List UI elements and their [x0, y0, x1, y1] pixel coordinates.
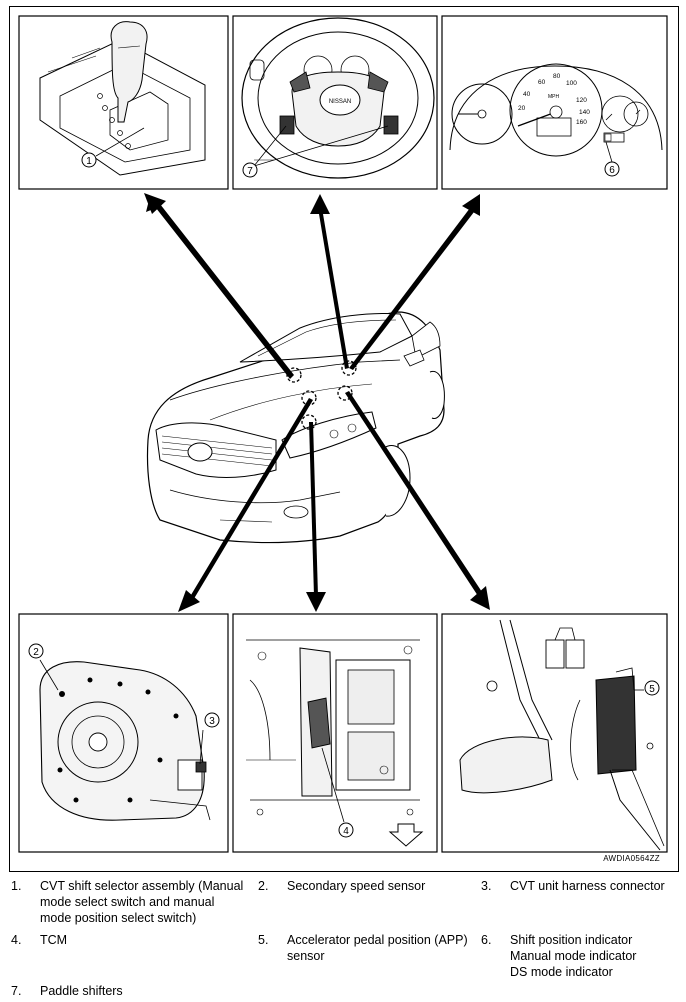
legend-text: CVT unit harness connector — [510, 878, 665, 894]
legend-line: Secondary speed sensor — [287, 879, 426, 893]
figure-frame — [9, 6, 679, 872]
callout-5: 5 — [644, 680, 660, 696]
callout-7: 7 — [242, 125, 389, 178]
figure-reference-code: AWDIA0564ZZ — [603, 854, 660, 863]
legend-number: 1. — [11, 879, 22, 893]
callout-2-label: 2 — [33, 647, 39, 658]
callout-4-label: 4 — [343, 826, 349, 837]
panel-shift-selector — [18, 15, 229, 190]
panel-tcm — [232, 613, 438, 853]
callout-6-label: 6 — [609, 165, 615, 176]
callout-4: 4 — [338, 822, 354, 838]
legend-text: Shift position indicator Manual mode ind… — [510, 932, 636, 980]
callout-5-label: 5 — [649, 684, 655, 695]
gauge-label-40: 40 — [523, 91, 531, 98]
callout-2: 2 — [28, 643, 44, 659]
legend-number: 2. — [258, 879, 269, 893]
legend-number: 3. — [481, 879, 492, 893]
legend-line: mode select switch and manual — [40, 895, 215, 909]
legend-line: Paddle shifters — [40, 984, 123, 998]
legend-line: CVT shift selector assembly (Manual — [40, 879, 244, 893]
legend-line: Manual mode indicator — [510, 949, 637, 963]
legend-text: Accelerator pedal position (APP) sensor — [287, 932, 468, 964]
gauge-unit-mph: MPH — [548, 94, 560, 100]
gauge-label-20: 20 — [518, 105, 526, 112]
legend-line: DS mode indicator — [510, 965, 613, 979]
gauge-label-160: 160 — [576, 119, 587, 126]
legend-number: 4. — [11, 933, 22, 947]
legend-line: sensor — [287, 949, 325, 963]
panel-steering-wheel: NISSAN — [232, 15, 438, 190]
legend-text: Paddle shifters — [40, 983, 123, 999]
gauge-label-140: 140 — [579, 109, 590, 116]
gauge-label-100: 100 — [566, 80, 577, 87]
callout-3: 3 — [204, 712, 220, 728]
callout-7-label: 7 — [247, 166, 253, 177]
callout-1-label: 1 — [86, 156, 92, 167]
gauge-label-80: 80 — [553, 73, 561, 80]
panel-combination-meter: 20 40 60 80 100 120 140 160 MPH — [441, 15, 668, 190]
legend-number: 5. — [258, 933, 269, 947]
legend-line: mode position select switch) — [40, 911, 197, 925]
callout-3-label: 3 — [209, 716, 215, 727]
callout-1: 1 — [81, 152, 97, 168]
legend-text: CVT shift selector assembly (Manual mode… — [40, 878, 243, 926]
legend-line: TCM — [40, 933, 68, 947]
pointer-arrows — [144, 193, 490, 612]
legend-line: CVT unit harness connector — [510, 879, 665, 893]
panel-accelerator-pedal — [441, 613, 668, 853]
legend-number: 6. — [481, 933, 492, 947]
gauge-label-60: 60 — [538, 79, 546, 86]
legend-number: 7. — [11, 984, 22, 998]
legend-text: TCM — [40, 932, 67, 948]
panel-cvt-unit — [18, 613, 229, 853]
callout-6: 6 — [604, 161, 620, 177]
gauge-label-120: 120 — [576, 97, 587, 104]
legend-text: Secondary speed sensor — [287, 878, 425, 894]
svg-text:NISSAN: NISSAN — [329, 99, 351, 105]
legend-line: Accelerator pedal position (APP) — [287, 933, 468, 947]
legend-line: Shift position indicator — [510, 933, 633, 947]
